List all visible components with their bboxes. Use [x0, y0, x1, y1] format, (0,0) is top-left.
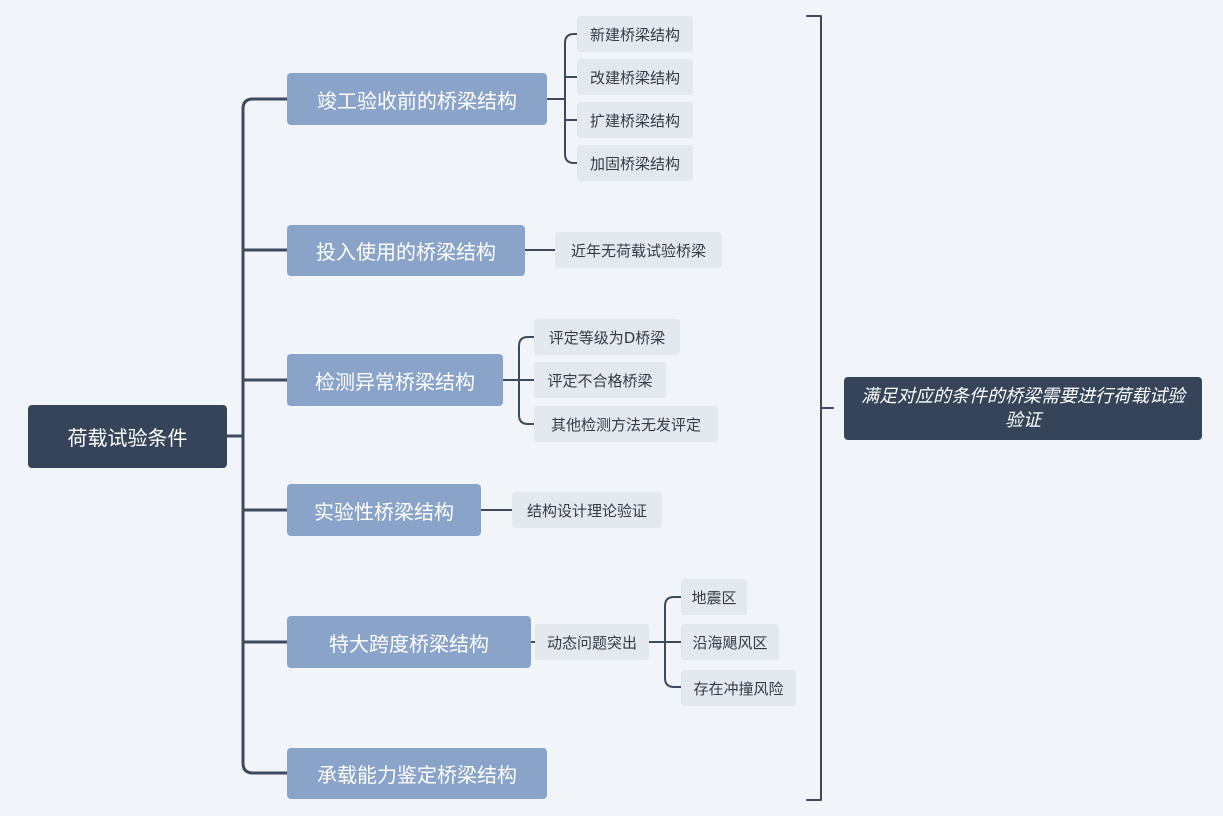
leaf-rebuilt-bridge[interactable]: 改建桥梁结构: [577, 59, 693, 95]
branch-node-completion[interactable]: 竣工验收前的桥梁结构: [287, 73, 547, 125]
summary-line-1: 满足对应的条件的桥梁需要进行荷载试验: [861, 385, 1185, 407]
branch-node-long-span[interactable]: 特大跨度桥梁结构: [287, 616, 531, 668]
connector-b5-leaves: [648, 596, 682, 688]
branch-node-experimental[interactable]: 实验性桥梁结构: [287, 484, 481, 536]
leaf-new-bridge[interactable]: 新建桥梁结构: [577, 16, 693, 52]
leaf-failed-rating[interactable]: 评定不合格桥梁: [534, 362, 666, 398]
summary-line-2: 验证: [1005, 409, 1041, 431]
summary-node[interactable]: 满足对应的条件的桥梁需要进行荷载试验 验证: [844, 377, 1202, 440]
node-dynamic-issues[interactable]: 动态问题突出: [535, 624, 649, 660]
leaf-design-theory[interactable]: 结构设计理论验证: [512, 492, 662, 528]
summary-bracket: [806, 15, 834, 801]
branch-node-abnormal[interactable]: 检测异常桥梁结构: [287, 354, 503, 406]
root-node[interactable]: 荷载试验条件: [28, 405, 227, 468]
branch-node-capacity[interactable]: 承载能力鉴定桥梁结构: [287, 748, 547, 799]
connector-b3-leaves: [502, 336, 535, 425]
leaf-collision-risk[interactable]: 存在冲撞风险: [681, 670, 796, 706]
leaf-reinforced-bridge[interactable]: 加固桥梁结构: [577, 145, 693, 181]
connector-b1-leaves: [546, 33, 578, 164]
connector-spine: [241, 97, 289, 775]
leaf-earthquake-zone[interactable]: 地震区: [681, 579, 747, 615]
leaf-other-methods[interactable]: 其他检测方法无发评定: [534, 406, 718, 442]
leaf-grade-d[interactable]: 评定等级为D桥梁: [534, 319, 680, 355]
branch-node-in-service[interactable]: 投入使用的桥梁结构: [287, 225, 525, 276]
leaf-hurricane-zone[interactable]: 沿海飓风区: [681, 624, 779, 660]
leaf-expanded-bridge[interactable]: 扩建桥梁结构: [577, 102, 693, 138]
leaf-no-recent-test[interactable]: 近年无荷载试验桥梁: [555, 232, 722, 268]
